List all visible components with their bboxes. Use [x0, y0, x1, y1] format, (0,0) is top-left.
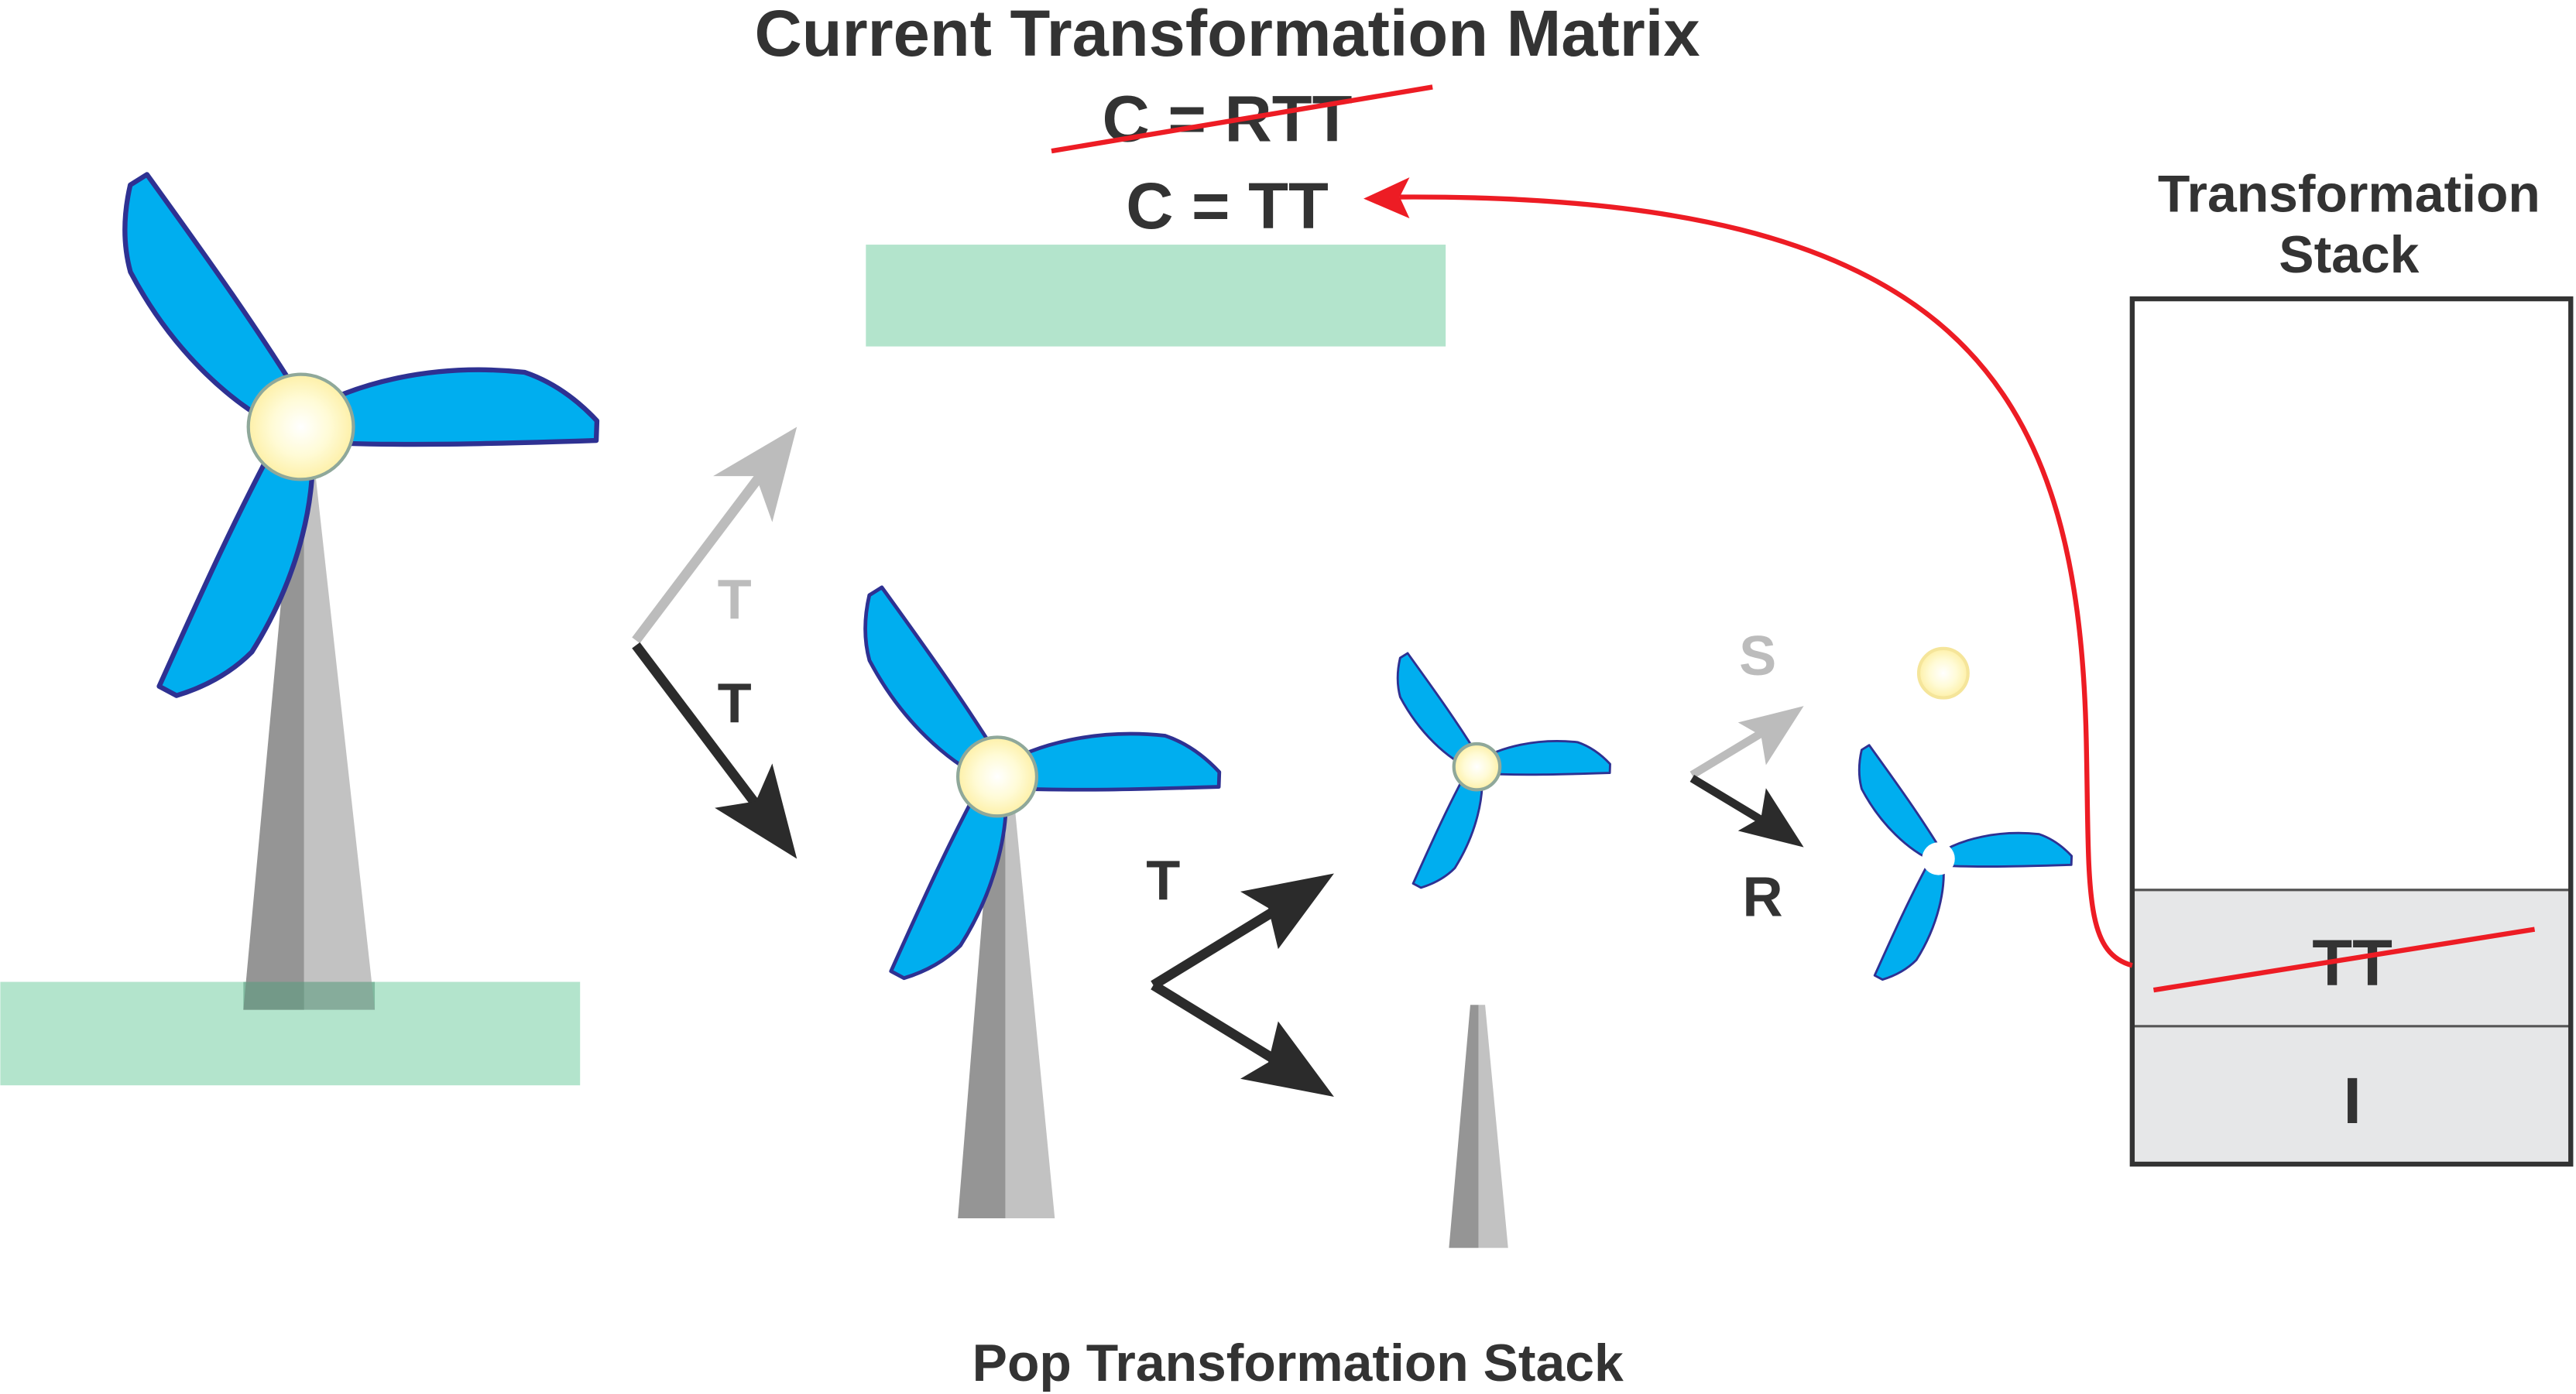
hub-glow-icon [1452, 742, 1502, 792]
arrow-gray-translate [632, 426, 797, 644]
matrix-new: C = TT [1126, 169, 1329, 242]
diagram-title: Current Transformation Matrix [755, 0, 1700, 70]
wind-turbine-large [91, 168, 599, 1010]
matrix-old: C = RTT [1103, 81, 1353, 155]
arrow-middle-down [1151, 981, 1334, 1098]
wind-turbine-rotor-only [1844, 646, 2072, 990]
pop-arrow-head-icon [1363, 177, 1410, 219]
transformation-stack: TT I [2129, 296, 2574, 1167]
arrow-gray-scale [1689, 706, 1804, 779]
ground-top [866, 245, 1446, 347]
stack-entry-identity: I [2343, 1063, 2362, 1137]
hub-glow-icon [246, 372, 355, 481]
hub-glow-icon [955, 735, 1039, 818]
label-r-black: R [1743, 867, 1783, 929]
pop-arrow-curve [1399, 194, 2133, 968]
hub-glow-icon [1916, 646, 1970, 700]
arrow-middle-up [1151, 873, 1334, 990]
stack-title-line2: Stack [2279, 226, 2419, 284]
strike-matrix-old [1051, 84, 1433, 154]
label-t-gray: T [718, 570, 752, 632]
label-s-gray: S [1739, 625, 1776, 687]
wind-turbine-medium [839, 583, 1220, 1219]
arrow-black-rotate [1689, 774, 1804, 848]
label-t-middle: T [1146, 850, 1180, 912]
strike-stack-entry [2152, 926, 2536, 993]
arrow-black-translate [632, 642, 797, 859]
label-t-black: T [718, 673, 752, 735]
stack-title-line1: Transformation [2158, 166, 2540, 224]
caption: Pop Transformation Stack [972, 1334, 1624, 1392]
wind-turbine-small [1382, 650, 1610, 1248]
